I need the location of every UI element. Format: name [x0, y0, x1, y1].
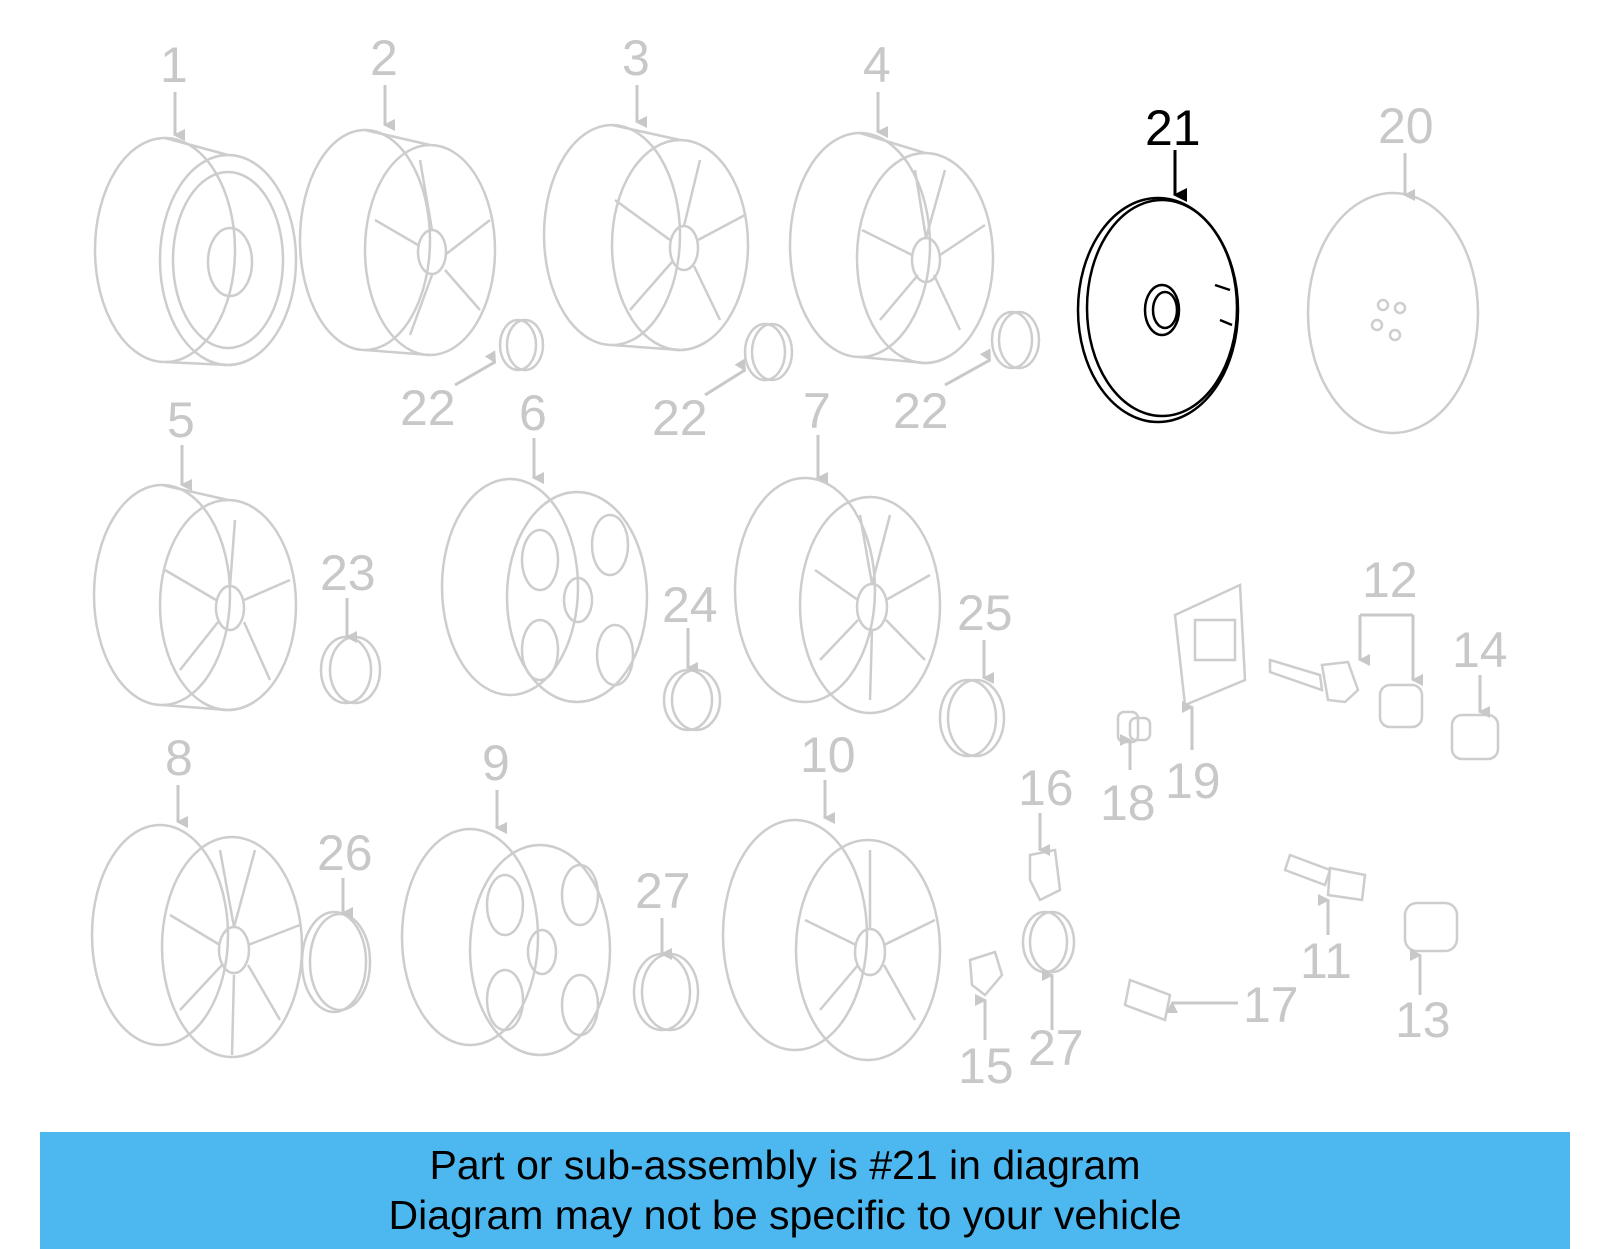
wheel-9: [400, 827, 612, 1057]
center-cap-22b: [743, 322, 794, 382]
callout-18: 18: [1100, 775, 1156, 831]
label-card-19: [1173, 583, 1247, 707]
hub-cover-26: [300, 910, 372, 1014]
bolt-12: [1268, 658, 1424, 729]
callout-7: 7: [803, 383, 831, 439]
callout-15: 15: [958, 1038, 1014, 1094]
wheel-1: [93, 136, 298, 367]
wheel-7: [733, 476, 942, 715]
bolt-11: [1283, 853, 1367, 902]
center-cap-22c: [990, 310, 1041, 370]
info-banner: Part or sub-assembly is #21 in diagram D…: [40, 1132, 1570, 1249]
callout-20: 20: [1378, 98, 1434, 154]
callout-24: 24: [662, 577, 718, 633]
callout-16: 16: [1018, 760, 1074, 816]
callout-25: 25: [957, 585, 1013, 641]
center-cap-24: [662, 668, 722, 732]
callout-17: 17: [1243, 977, 1299, 1033]
wheel-5: [92, 483, 298, 712]
callout-3: 3: [622, 30, 650, 86]
wheel-3: [542, 123, 750, 352]
cap-13: [1403, 901, 1459, 953]
callout-12: 12: [1362, 552, 1418, 608]
bolt-17: [1123, 978, 1172, 1022]
callout-14: 14: [1452, 622, 1508, 678]
wheel-8: [90, 823, 304, 1059]
callout-8: 8: [165, 730, 193, 786]
wheel-2: [298, 128, 497, 357]
callout-11: 11: [1300, 933, 1352, 989]
center-cap-23: [319, 635, 382, 705]
callout-2: 2: [370, 30, 398, 86]
callout-26: 26: [317, 825, 373, 881]
callout-22a: 22: [400, 380, 456, 436]
banner-line-1: Part or sub-assembly is #21 in diagram: [429, 1142, 1141, 1188]
wheel-10: [721, 818, 942, 1062]
hub-cover-21: [1076, 196, 1240, 424]
callout-labels: 1 2 3 4 5 6 7 8 9 10 11 12 13 14 15 16 1…: [160, 30, 1508, 1094]
leader-arrows: [173, 85, 1490, 1040]
callout-4: 4: [863, 37, 891, 93]
callout-5: 5: [167, 392, 195, 448]
callout-22b: 22: [652, 390, 708, 446]
callout-21: 21: [1145, 100, 1201, 156]
center-cap-25: [938, 678, 1006, 758]
callout-13: 13: [1395, 992, 1451, 1048]
callout-27b: 27: [1028, 1020, 1084, 1076]
cap-14: [1450, 713, 1500, 761]
callout-1: 1: [160, 37, 188, 93]
banner-line-2: Diagram may not be specific to your vehi…: [388, 1192, 1182, 1238]
callout-9: 9: [482, 735, 510, 791]
callout-22c: 22: [893, 383, 949, 439]
valve-18: [1116, 710, 1152, 744]
hub-disk-20: [1306, 191, 1480, 435]
callout-19: 19: [1165, 753, 1221, 809]
center-cap-22a: [498, 318, 545, 372]
center-cap-27a: [632, 952, 700, 1032]
callout-10: 10: [800, 727, 856, 783]
clip-16: [1028, 848, 1062, 902]
wheel-6: [440, 477, 649, 704]
center-cap-27b: [1021, 910, 1076, 974]
wheel-4: [788, 131, 995, 365]
callout-23: 23: [320, 545, 376, 601]
callout-6: 6: [519, 385, 547, 441]
callout-27a: 27: [635, 863, 691, 919]
clip-15: [968, 950, 1004, 997]
